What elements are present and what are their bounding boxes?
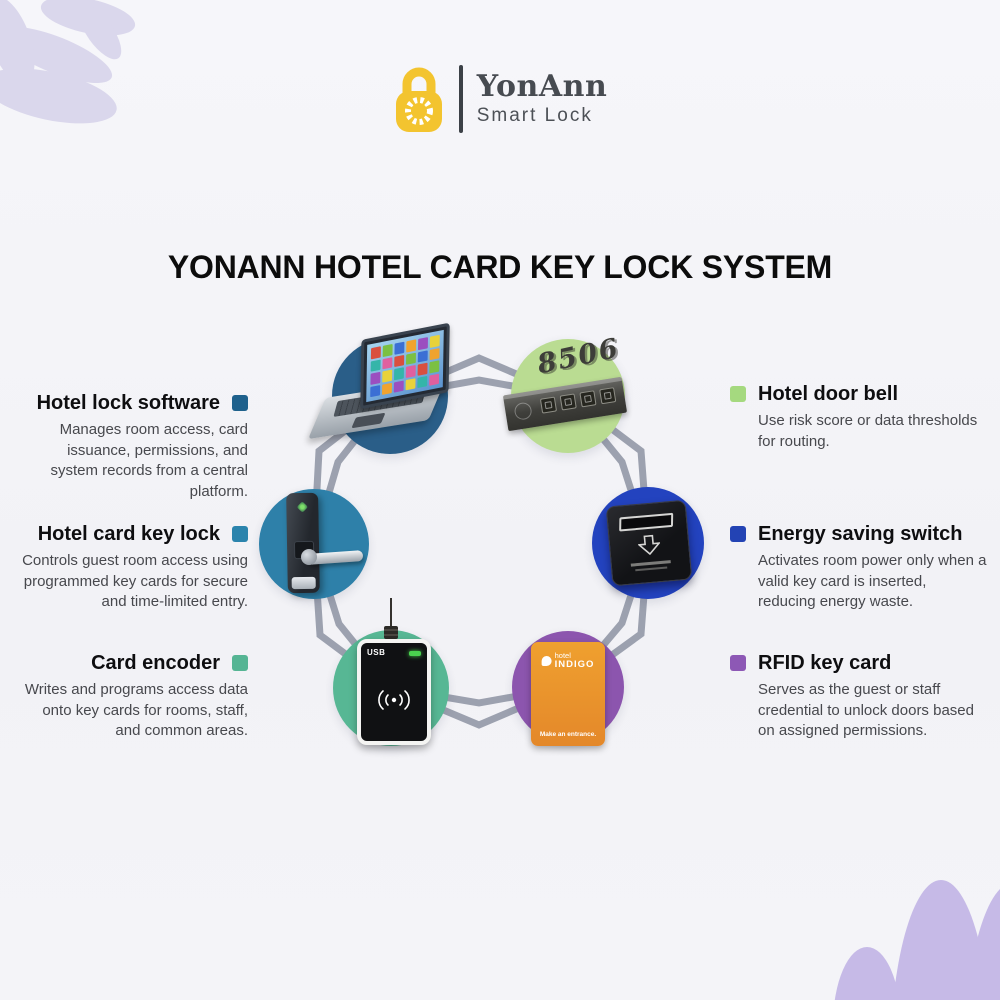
- brand-tagline: Smart Lock: [476, 105, 593, 127]
- item-hotel-door-bell: Hotel door bell Use risk score or data t…: [730, 383, 988, 452]
- item-label: Card encoder: [91, 652, 220, 674]
- item-label: Energy saving switch: [758, 523, 963, 545]
- card-encoder-illustration: USB: [333, 598, 449, 746]
- item-description: Activates room power only when a valid k…: [758, 552, 987, 611]
- insert-arrow-icon: [637, 534, 661, 556]
- node-energy-saving-switch: [592, 487, 704, 599]
- status-led: [409, 651, 421, 656]
- item-bullet: [730, 655, 746, 671]
- item-energy-saving-switch: Energy saving switch Activates room powe…: [730, 523, 988, 613]
- laptop-illustration: [307, 322, 450, 454]
- item-label: Hotel card key lock: [37, 523, 220, 545]
- item-hotel-lock-software: Hotel lock software Manages room access,…: [8, 392, 248, 503]
- rfid-signal-icon: [378, 690, 410, 710]
- logo-divider: [458, 65, 463, 133]
- card-slot: [619, 512, 674, 532]
- node-hotel-card-key-lock: [259, 489, 369, 599]
- item-description: Serves as the guest or staff credential …: [758, 681, 974, 740]
- item-description: Writes and programs access data onto key…: [24, 681, 248, 740]
- lock-brand-emblem: [296, 501, 309, 513]
- item-bullet: [232, 395, 248, 411]
- item-hotel-card-key-lock: Hotel card key lock Controls guest room …: [8, 523, 248, 613]
- card-tagline: Make an entrance.: [539, 731, 597, 738]
- item-description: Manages room access, card issuance, perm…: [50, 421, 248, 501]
- corner-leaf-decoration-top-left: [0, 0, 136, 124]
- card-brand-name: INDIGO: [554, 658, 595, 670]
- card-brand-word: hotel: [554, 651, 571, 660]
- padlock-icon: [395, 67, 442, 132]
- usb-label: USB: [367, 648, 386, 657]
- item-bullet: [232, 526, 248, 542]
- item-description: Controls guest room access using program…: [22, 552, 248, 611]
- corner-petal-decoration-bottom-right: [834, 880, 1000, 1000]
- brand-logo: YonAnn Smart Lock: [0, 64, 1000, 134]
- encoder-cable: [390, 598, 392, 634]
- node-card-encoder: USB: [333, 598, 449, 746]
- hotel-logo-mark: [541, 655, 552, 666]
- energy-switch-illustration: [592, 487, 704, 599]
- item-bullet: [232, 655, 248, 671]
- item-bullet: [730, 526, 746, 542]
- bell-buttons: [539, 387, 617, 414]
- item-rfid-key-card: RFID key card Serves as the guest or sta…: [730, 652, 988, 742]
- bell-speaker-ring: [513, 401, 533, 421]
- item-label: Hotel door bell: [758, 383, 898, 405]
- item-card-encoder: Card encoder Writes and programs access …: [8, 652, 248, 742]
- item-label: Hotel lock software: [36, 392, 220, 414]
- room-number: 8506: [534, 332, 623, 381]
- key-card-illustration: hotel INDIGO Make an entrance.: [512, 631, 624, 746]
- brand-name: YonAnn: [476, 68, 608, 104]
- node-hotel-lock-software: [307, 322, 450, 454]
- page-title: YONANN HOTEL CARD KEY LOCK SYSTEM: [167, 249, 833, 285]
- item-description: Use risk score or data thresholds for ro…: [758, 412, 978, 450]
- door-bell-illustration: 8506: [502, 333, 628, 453]
- item-label: RFID key card: [758, 652, 892, 674]
- node-hotel-door-bell: 8506: [502, 333, 628, 453]
- door-lock-illustration: [259, 489, 369, 599]
- node-rfid-key-card: hotel INDIGO Make an entrance.: [512, 631, 624, 746]
- item-bullet: [730, 386, 746, 402]
